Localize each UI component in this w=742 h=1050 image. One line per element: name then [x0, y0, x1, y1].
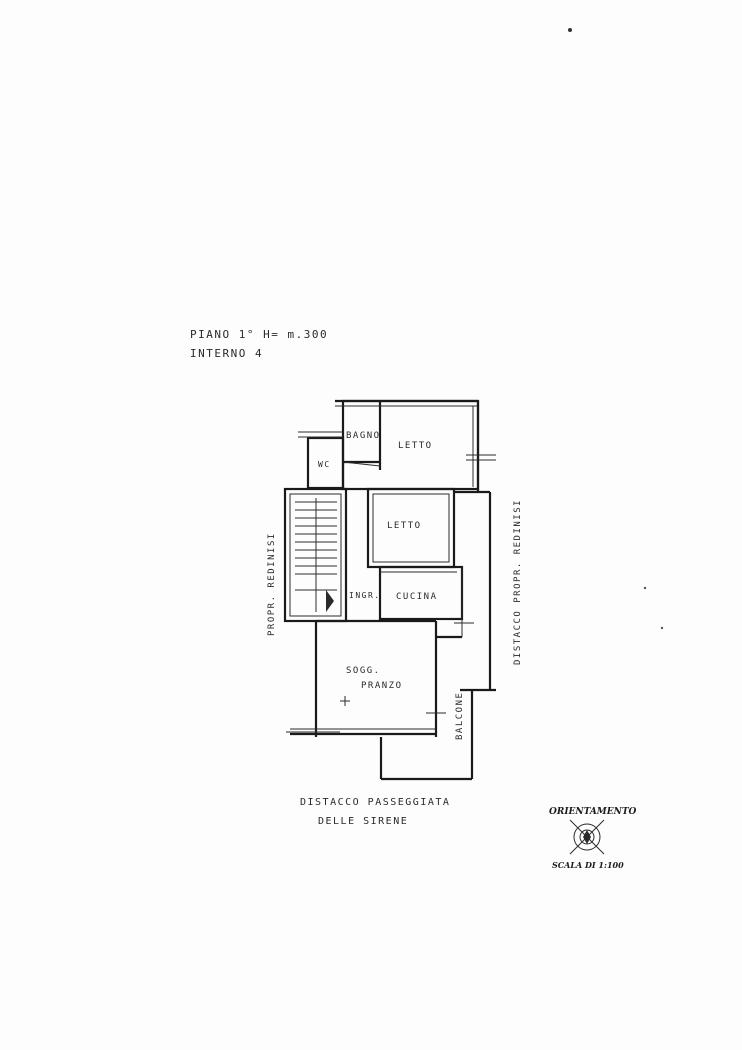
room-label-ingresso: INGR. — [349, 591, 381, 600]
compass-icon — [569, 819, 605, 855]
orientation-title: ORIENTAMENTO — [549, 807, 637, 817]
room-label-letto-2: LETTO — [387, 521, 422, 531]
walls — [283, 399, 496, 781]
speck — [643, 586, 647, 590]
speck — [660, 626, 664, 630]
room-label-letto-1: LETTO — [398, 441, 433, 451]
room-label-soggiorno-2: PRANZO — [361, 681, 403, 691]
floor-title: PIANO 1° H= m.300 — [190, 328, 328, 341]
stair-treads — [295, 498, 337, 612]
wall-stair-inner — [289, 493, 342, 617]
orientation-scale: SCALA DI 1:100 — [552, 860, 624, 870]
side-label-right: DISTACCO PROPR. REDINISI — [513, 499, 523, 665]
side-label-left: PROPR. REDINISI — [267, 532, 277, 636]
room-label-bagno: BAGNO — [346, 431, 381, 441]
openings — [286, 431, 496, 733]
room-label-wc: WC — [318, 460, 331, 469]
room-label-balcone: BALCONE — [455, 692, 465, 740]
bottom-label-line1: DISTACCO PASSEGGIATA — [300, 797, 450, 808]
bottom-label-line2: DELLE SIRENE — [318, 816, 408, 827]
wall-letto-2-inner — [372, 493, 450, 563]
room-label-cucina: CUCINA — [396, 592, 438, 602]
unit-title: INTERNO 4 — [190, 347, 263, 360]
room-label-soggiorno-1: SOGG. — [346, 666, 381, 676]
speck — [568, 28, 572, 32]
stair-arrow-icon — [326, 590, 334, 612]
